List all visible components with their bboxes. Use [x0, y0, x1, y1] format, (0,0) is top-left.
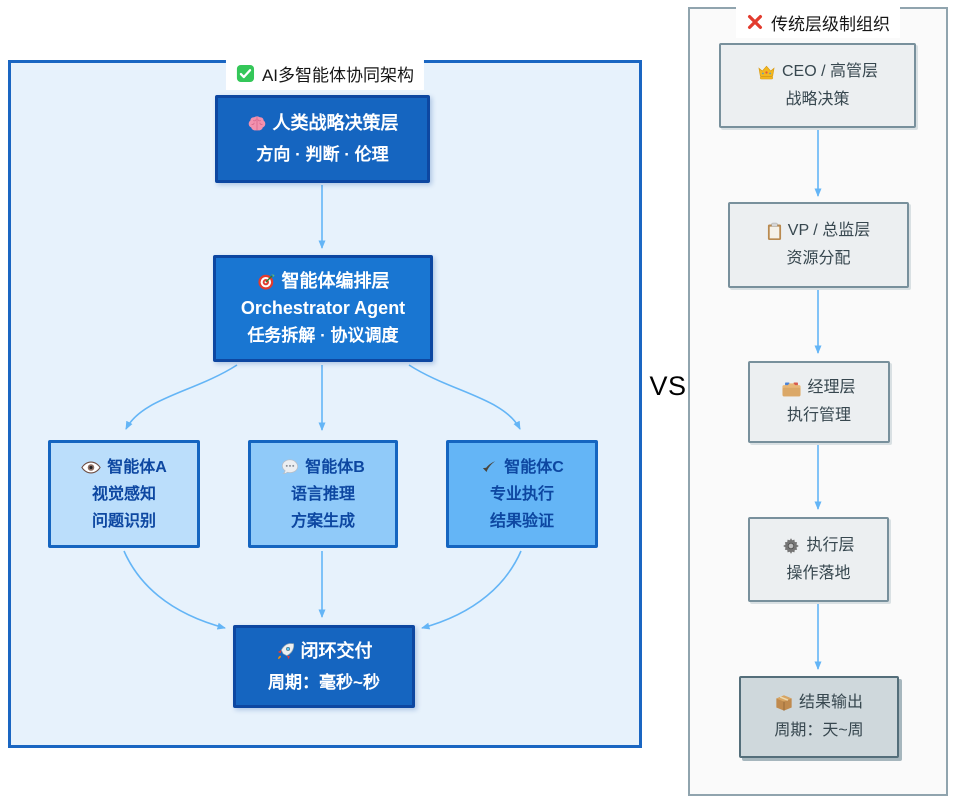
node-agent-a-line2: 视觉感知: [91, 485, 156, 503]
node-agent-c: 智能体C 专业执行 结果验证: [446, 440, 598, 548]
check-mark-icon: [480, 458, 498, 476]
node-executor-title: 执行层: [782, 532, 855, 560]
node-manager-line2: 执行管理: [786, 407, 851, 424]
node-delivery-label: 闭环交付: [300, 640, 373, 661]
vs-label: VS: [649, 371, 687, 401]
node-output-cycle: 周期：天~周: [774, 722, 864, 739]
node-agent-b-line2: 语言推理: [290, 485, 355, 503]
node-delivery: 闭环交付 周期：毫秒~秒: [233, 625, 415, 708]
clipboard-icon: [767, 222, 782, 241]
node-human-strategy: 人类战略决策层 方向 · 判断 · 伦理: [215, 95, 430, 183]
node-manager-title: 经理层: [782, 374, 856, 402]
node-manager: 经理层 执行管理: [748, 361, 890, 443]
node-delivery-title: 闭环交付: [276, 638, 373, 665]
right-panel-title-text: 传统层级制组织: [771, 14, 890, 34]
node-agent-b: 智能体B 语言推理 方案生成: [248, 440, 398, 548]
node-orchestrator: 智能体编排层 Orchestrator Agent 任务拆解 · 协议调度: [213, 255, 433, 362]
node-output-label: 结果输出: [798, 694, 863, 711]
node-executor-line2: 操作落地: [786, 564, 851, 582]
node-human-strategy-subtitle: 方向 · 判断 · 伦理: [256, 145, 389, 164]
node-agent-b-label: 智能体B: [305, 458, 365, 476]
node-vp: VP / 总监层 资源分配: [728, 202, 909, 288]
node-executor-label: 执行层: [806, 536, 855, 554]
node-executor: 执行层 操作落地: [748, 517, 889, 602]
node-vp-title: VP / 总监层: [767, 217, 870, 245]
package-icon: [775, 694, 793, 712]
node-agent-a: 智能体A 视觉感知 问题识别: [48, 440, 200, 548]
node-ceo-line2: 战略决策: [785, 90, 850, 108]
left-panel-title-text: AI多智能体协同架构: [261, 65, 415, 85]
node-manager-label: 经理层: [807, 379, 856, 396]
right-panel-title: 传统层级制组织: [736, 6, 900, 38]
gear-icon: [782, 537, 800, 555]
crown-icon: [757, 64, 776, 80]
node-agent-b-title: 智能体B: [281, 454, 365, 481]
node-vp-label: VP / 总监层: [787, 222, 871, 239]
node-agent-a-line3: 问题识别: [91, 512, 156, 530]
node-ceo-title: CEO / 高管层: [757, 58, 878, 86]
node-agent-c-title: 智能体C: [480, 454, 564, 481]
node-agent-a-label: 智能体A: [107, 458, 167, 476]
left-panel-title: AI多智能体协同架构: [225, 56, 425, 90]
node-human-strategy-label: 人类战略决策层: [272, 113, 399, 133]
node-orchestrator-title: 智能体编排层: [257, 268, 390, 295]
node-agent-c-label: 智能体C: [504, 458, 564, 476]
node-ceo: CEO / 高管层 战略决策: [719, 43, 916, 128]
node-ceo-label: CEO / 高管层: [781, 62, 878, 80]
node-vp-line2: 资源分配: [786, 250, 851, 267]
brain-icon: [247, 114, 267, 134]
rocket-icon: [276, 642, 295, 661]
node-delivery-cycle: 周期：毫秒~秒: [268, 672, 380, 692]
speech-bubble-icon: [281, 458, 299, 476]
target-icon: [257, 272, 276, 291]
node-orchestrator-subtitle: 任务拆解 · 协议调度: [247, 326, 399, 345]
node-agent-a-title: 智能体A: [81, 454, 167, 481]
node-output-title: 结果输出: [775, 689, 863, 717]
node-agent-b-line3: 方案生成: [290, 512, 355, 530]
node-output: 结果输出 周期：天~周: [739, 676, 899, 758]
node-agent-c-line3: 结果验证: [489, 512, 554, 530]
node-orchestrator-en: Orchestrator Agent: [240, 298, 406, 318]
check-badge-icon: [236, 64, 255, 83]
node-human-strategy-title: 人类战略决策层: [247, 110, 399, 137]
cross-mark-icon: [746, 13, 764, 31]
node-agent-c-line2: 专业执行: [489, 485, 554, 503]
card-index-icon: [782, 380, 802, 397]
eye-icon: [81, 460, 101, 474]
node-orchestrator-label: 智能体编排层: [281, 271, 390, 291]
